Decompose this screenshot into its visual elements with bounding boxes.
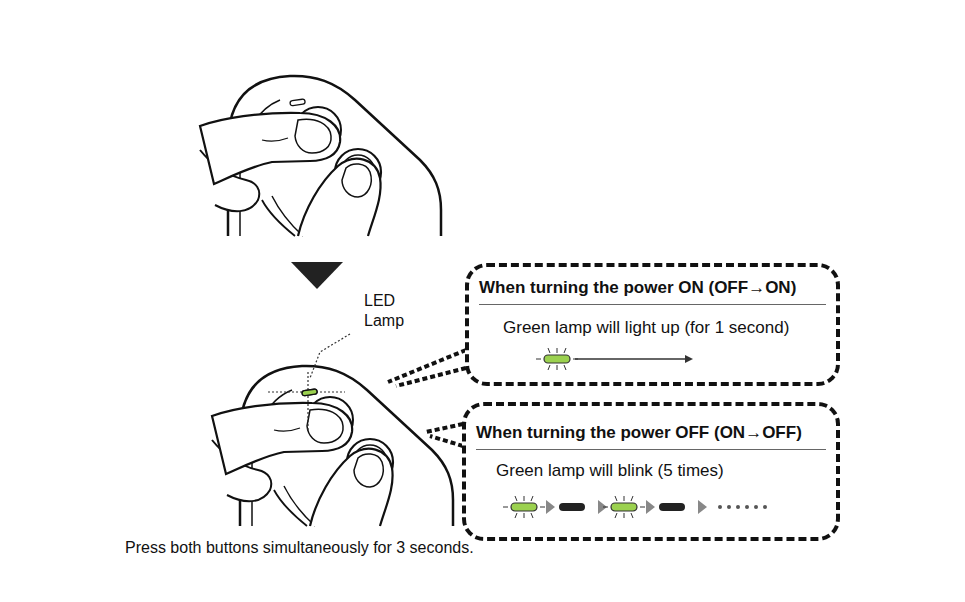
leader-line [310,334,350,378]
device-top [200,76,441,236]
caption: Press both buttons simultaneously for 3 … [125,538,474,558]
lamp-sequence [476,481,826,529]
callout-tail [388,350,466,446]
callout-box: When turning the power OFF (ON→OFF) Green… [462,402,840,541]
lamp-icon [479,338,839,376]
callout-box: When turning the power ON (OFF→ON) Green … [465,263,840,386]
down-arrow [291,262,343,289]
callout-text: Green lamp will blink (5 times) [496,460,724,481]
lamp-icon [476,481,836,529]
part-label: LED Lamp [364,291,414,331]
led-lamp-highlight [268,372,345,430]
divider-rule [476,449,826,450]
callout-heading: When turning the power ON (OFF→ON) [479,277,796,298]
divider-rule [479,304,826,305]
callout-text: Green lamp will light up (for 1 second) [503,317,789,338]
device-bottom [212,366,453,526]
callout-heading: When turning the power OFF (ON→OFF) [476,422,802,443]
lamp-sequence [479,338,826,376]
